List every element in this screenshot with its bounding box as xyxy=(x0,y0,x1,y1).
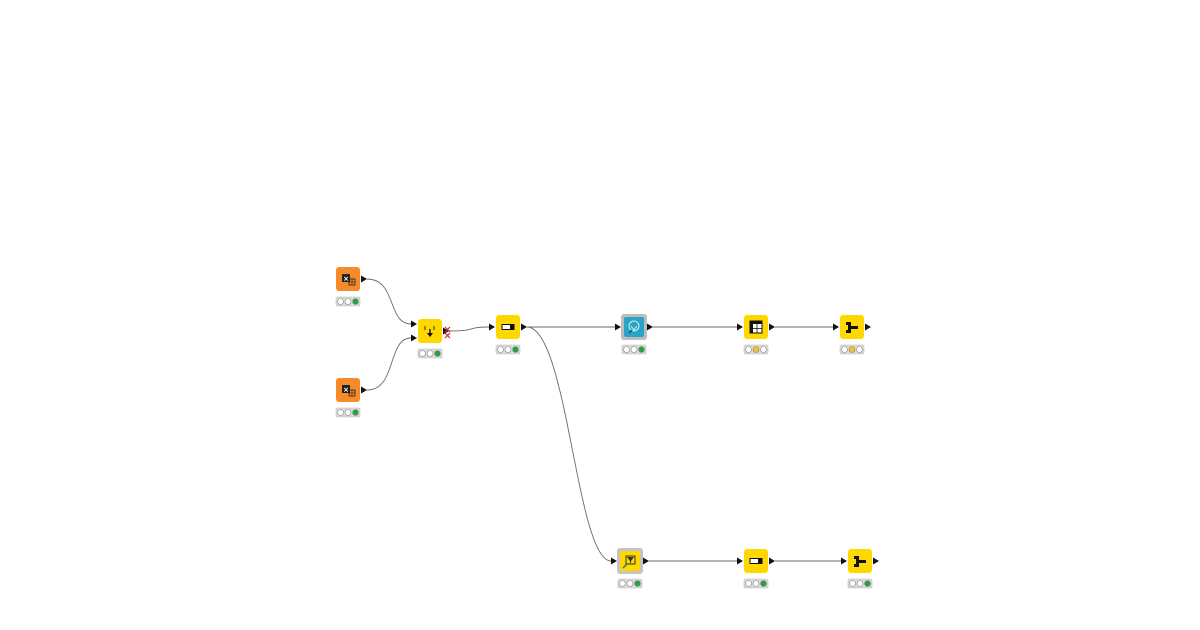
status-light xyxy=(630,346,638,353)
connection-excel-reader-2-to-concatenate[interactable] xyxy=(366,337,412,391)
node-joiner-2[interactable] xyxy=(841,549,879,589)
node-excel-reader-1[interactable]: × xyxy=(335,267,367,307)
status-light xyxy=(619,580,626,587)
status-light xyxy=(752,580,760,587)
output-port[interactable] xyxy=(521,323,527,331)
connection-column-filter-1-to-row-filter[interactable] xyxy=(526,326,612,562)
connection-excel-reader-1-to-concatenate[interactable] xyxy=(366,278,412,325)
connection-layer xyxy=(366,278,841,562)
node-status-indicator xyxy=(743,578,769,589)
node-status-indicator xyxy=(743,344,769,355)
output-port[interactable] xyxy=(361,275,367,283)
warning-icon xyxy=(444,326,451,339)
column-filter-icon xyxy=(501,324,515,330)
node-column-filter-2[interactable] xyxy=(737,549,775,589)
status-light xyxy=(337,298,344,305)
input-port[interactable] xyxy=(411,334,417,342)
status-light xyxy=(745,346,752,353)
node-model-predictor[interactable] xyxy=(615,314,653,355)
status-light xyxy=(745,580,752,587)
pivot-table-icon xyxy=(749,320,763,334)
input-port[interactable] xyxy=(611,557,617,565)
output-port[interactable] xyxy=(647,323,653,331)
status-light xyxy=(638,346,645,353)
node-excel-reader-2[interactable]: × xyxy=(335,378,367,418)
node-status-indicator xyxy=(621,344,647,355)
predictor-icon xyxy=(628,320,640,334)
input-port[interactable] xyxy=(615,323,621,331)
connection-concatenate-to-column-filter-1[interactable] xyxy=(448,326,490,332)
node-status-indicator xyxy=(617,578,643,589)
output-port[interactable] xyxy=(865,323,871,331)
row-filter-icon xyxy=(622,555,636,569)
node-status-indicator xyxy=(847,578,873,589)
node-pivot[interactable] xyxy=(737,315,775,355)
status-light xyxy=(760,580,767,587)
node-concatenate[interactable] xyxy=(411,319,451,359)
status-light xyxy=(337,409,344,416)
status-light xyxy=(434,350,441,357)
input-port[interactable] xyxy=(833,323,839,331)
svg-text:×: × xyxy=(343,386,349,394)
status-light xyxy=(352,298,359,305)
status-light xyxy=(856,346,863,353)
node-status-indicator xyxy=(335,296,361,307)
input-port[interactable] xyxy=(489,323,495,331)
input-port[interactable] xyxy=(841,557,847,565)
output-port[interactable] xyxy=(361,386,367,394)
status-light xyxy=(626,580,634,587)
joiner-icon xyxy=(854,556,866,567)
status-light xyxy=(864,580,871,587)
input-port[interactable] xyxy=(737,557,743,565)
status-light xyxy=(841,346,848,353)
status-light xyxy=(419,350,426,357)
node-status-indicator xyxy=(495,344,521,355)
status-light xyxy=(760,346,767,353)
node-row-filter[interactable] xyxy=(611,548,649,589)
concatenate-icon xyxy=(424,326,435,337)
excel-reader-icon: × xyxy=(342,385,356,397)
status-light xyxy=(504,346,512,353)
status-light xyxy=(849,580,856,587)
output-port[interactable] xyxy=(769,323,775,331)
status-light xyxy=(344,298,352,305)
node-status-indicator xyxy=(839,344,865,355)
status-light xyxy=(752,346,760,353)
output-port[interactable] xyxy=(769,557,775,565)
status-light xyxy=(856,580,864,587)
svg-text:×: × xyxy=(343,275,349,283)
status-light xyxy=(848,346,856,353)
node-layer: ×× xyxy=(335,267,879,589)
status-light xyxy=(344,409,352,416)
node-joiner-1[interactable] xyxy=(833,315,871,355)
node-column-filter-1[interactable] xyxy=(489,315,527,355)
status-light xyxy=(352,409,359,416)
node-status-indicator xyxy=(335,407,361,418)
input-port[interactable] xyxy=(411,320,417,328)
status-light xyxy=(497,346,504,353)
column-filter-icon xyxy=(749,558,763,564)
status-light xyxy=(623,346,630,353)
node-body[interactable] xyxy=(624,317,644,337)
status-light xyxy=(512,346,519,353)
excel-reader-icon: × xyxy=(342,274,356,286)
input-port[interactable] xyxy=(737,323,743,331)
output-port[interactable] xyxy=(643,557,649,565)
node-status-indicator xyxy=(417,348,443,359)
joiner-icon xyxy=(846,322,858,333)
status-light xyxy=(426,350,434,357)
output-port[interactable] xyxy=(873,557,879,565)
status-light xyxy=(634,580,641,587)
